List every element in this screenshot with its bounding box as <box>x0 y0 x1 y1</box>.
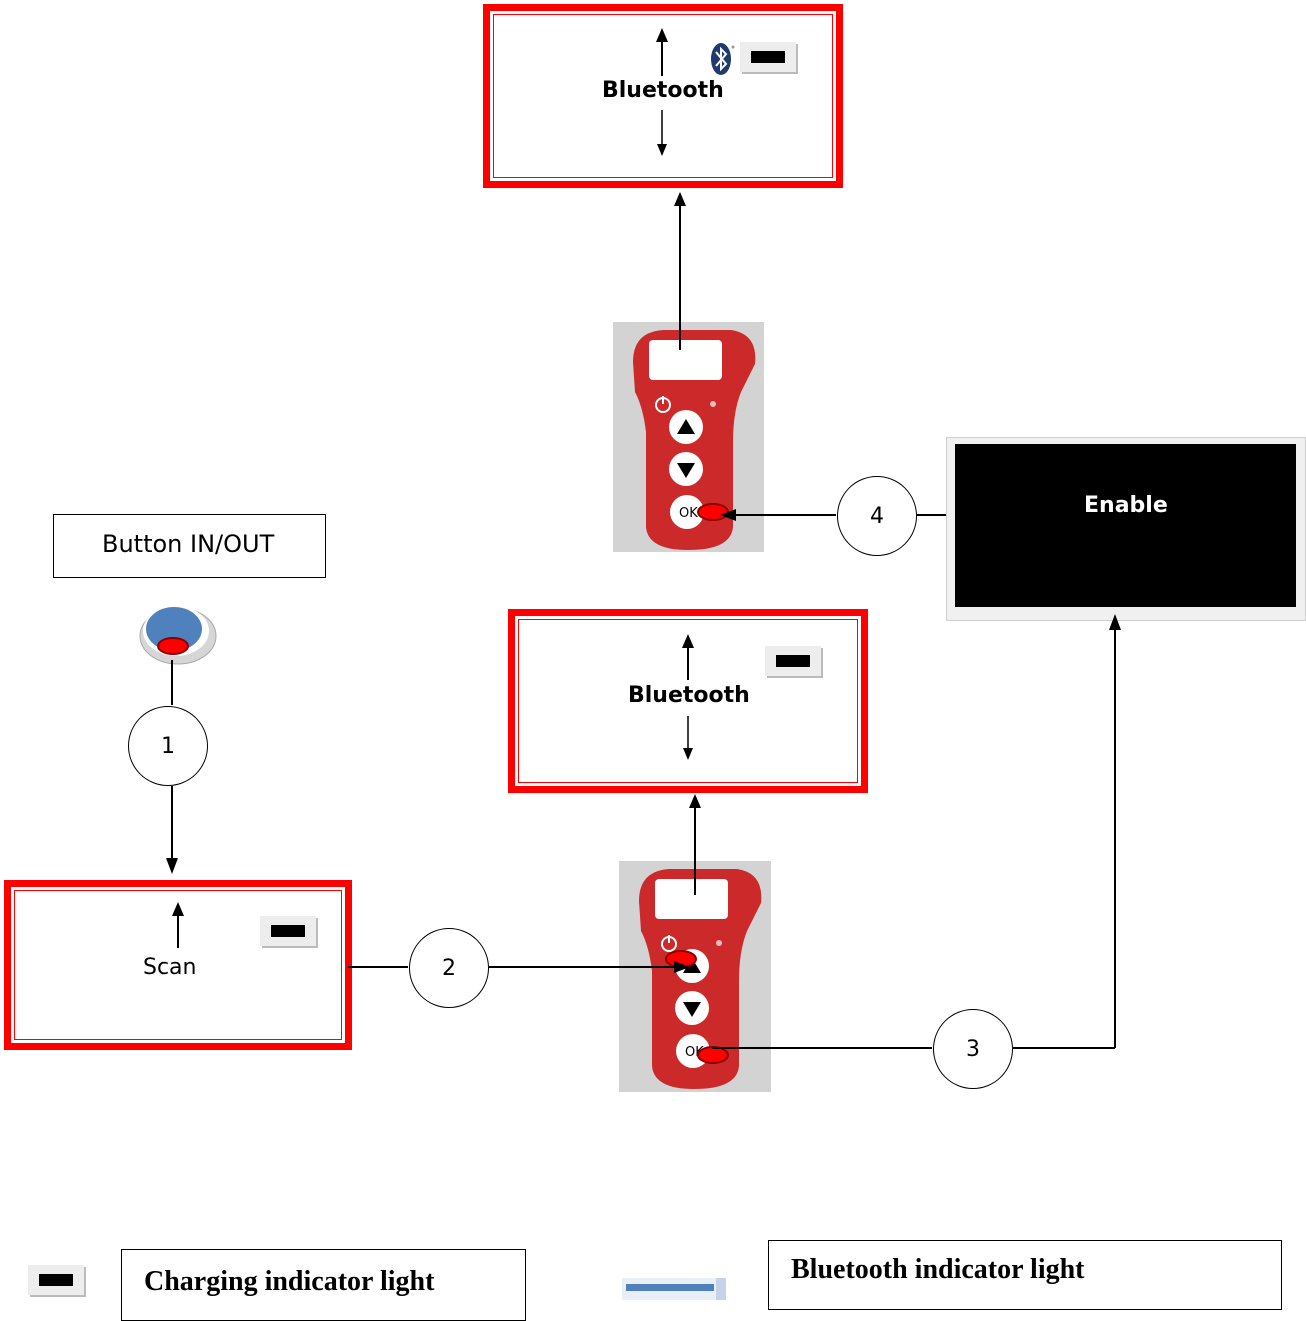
step-2-circle: 2 <box>409 928 489 1008</box>
legend-bluetooth-light-icon <box>622 1278 726 1300</box>
legend-bluetooth-box: Bluetooth indicator light <box>768 1240 1282 1310</box>
svg-text:OK: OK <box>679 506 698 521</box>
legend-charging-box: Charging indicator light <box>121 1249 526 1321</box>
remote-device-bottom: OK <box>619 861 771 1092</box>
press-point <box>665 950 697 968</box>
charging-indicator-icon <box>260 916 316 946</box>
charging-indicator-icon <box>740 42 796 72</box>
scan-screen <box>4 880 352 1050</box>
legend-bluetooth-label: Bluetooth indicator light <box>791 1254 1085 1285</box>
legend-charging-label: Charging indicator light <box>144 1266 435 1297</box>
bluetooth-icon <box>711 43 735 75</box>
press-point <box>697 503 729 521</box>
enable-label: Enable <box>1084 493 1168 518</box>
step-3-circle: 3 <box>933 1009 1013 1089</box>
step-1-circle: 1 <box>128 706 208 786</box>
scan-screen-label: Scan <box>143 955 197 980</box>
remote-device-top: OK <box>613 322 764 552</box>
enable-box <box>955 444 1296 607</box>
legend-charging-icon <box>28 1265 84 1295</box>
press-point <box>157 637 189 655</box>
middle-screen-label: Bluetooth <box>628 683 750 708</box>
press-point <box>697 1046 729 1064</box>
button-in-out-box <box>53 514 326 578</box>
step-4-circle: 4 <box>837 476 917 556</box>
charging-indicator-icon <box>765 646 821 676</box>
power-button-icon <box>139 606 217 665</box>
top-screen-label: Bluetooth <box>602 78 724 103</box>
button-in-out-label: Button IN/OUT <box>102 530 275 558</box>
